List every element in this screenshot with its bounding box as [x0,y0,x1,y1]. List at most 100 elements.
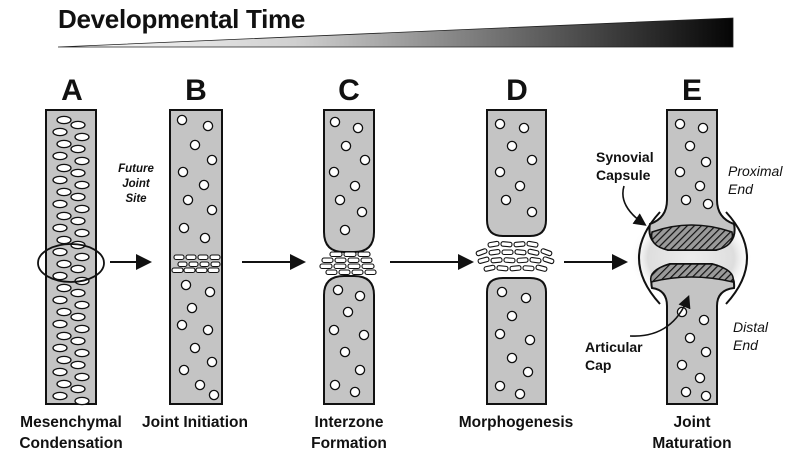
cell-oval [70,168,86,178]
pointer-articular-cap [629,295,691,337]
interzone-cell [183,267,196,274]
cell-oval [52,175,68,185]
interzone-cell [475,248,488,257]
stage-letter-d: D [506,74,528,107]
interzone-cell [209,254,221,261]
cell-round [506,140,518,152]
interzone-cell [364,269,377,276]
label-proximal-end: Proximal End [728,162,782,198]
cell-round [680,194,692,206]
caption-b-line1: Joint Initiation [142,414,248,431]
cell-oval [52,343,68,353]
cell-round [206,204,218,216]
caption-a: Mesenchymal Condensation [0,412,142,454]
cell-round [676,359,688,371]
developmental-time-wedge [57,17,734,48]
proximal-end-line1: Proximal [728,163,783,179]
cell-oval [70,384,86,394]
cell-oval [56,187,72,197]
interzone-cell [483,264,496,272]
interzone-cell [347,263,361,270]
cell-oval [70,192,86,202]
articular-cap-line1: Articular [585,339,643,355]
caption-a-line2: Condensation [19,435,123,452]
distal-end-line1: Distal [733,319,769,335]
column-c-interzone [319,109,377,405]
cell-round [526,206,538,218]
interzone-cell [199,261,210,268]
cell-oval [56,379,72,389]
cell-oval [56,307,72,317]
interzone-cell [529,256,542,264]
cell-round [178,222,190,234]
caption-e-line2: Maturation [652,435,732,452]
cell-oval [56,115,72,125]
interzone-cell [513,241,526,248]
cell-round [700,346,712,358]
cell-oval [52,247,68,257]
cell-round [349,386,361,398]
cell-round [349,180,361,192]
cell-oval [70,312,86,322]
cell-round [700,156,712,168]
interzone-cell [357,251,371,258]
cell-round [500,194,512,206]
pointer-synovial-capsule [622,185,647,226]
interzone-cell [325,269,338,276]
interzone-cell [185,254,197,261]
cell-round [684,140,696,152]
future-joint-site-line2: Joint [122,178,150,190]
caption-a-line1: Mesenchymal [20,414,122,431]
caption-d: Morphogenesis [446,412,586,433]
cell-oval [74,348,90,358]
cell-round [514,180,526,192]
cell-oval [56,163,72,173]
cell-oval [74,180,90,190]
cell-round [198,179,210,191]
cell-round [332,284,344,296]
cell-round [698,314,710,326]
cell-round [176,114,188,126]
cell-round [180,279,192,291]
caption-d-line1: Morphogenesis [458,414,574,431]
cell-round [329,379,341,391]
cell-round [520,292,532,304]
cell-oval [74,324,90,334]
cell-round [522,366,534,378]
interzone-cell [477,256,490,264]
cell-round [680,386,692,398]
interzone-cell [501,249,514,256]
cell-round [496,286,508,298]
cell-round [674,118,686,130]
cell-round [494,118,506,130]
cell-oval [74,300,90,310]
interzone-cell [207,267,220,274]
cell-round [199,232,211,244]
future-joint-site-outline [37,243,105,283]
synovial-capsule-line1: Synovial [596,149,654,165]
interzone-cell [321,257,334,264]
cell-oval [56,139,72,149]
interzone-cell [195,267,208,274]
cell-round [358,329,370,341]
future-joint-site-line1: Future [118,163,154,175]
interzone-cell [522,265,535,272]
column-a-condensation [37,109,105,406]
interzone-cell [490,257,503,264]
cell-oval [52,271,68,281]
column-d-morphogenesis [475,109,555,405]
cell-oval [74,396,90,406]
cell-round [208,389,220,401]
cell-round [694,372,706,384]
cell-round [694,180,706,192]
cell-oval [52,223,68,233]
cell-round [202,324,214,336]
cell-round [352,122,364,134]
cell-round [340,140,352,152]
articular-cap-proximal [650,224,734,251]
cell-round [506,310,518,322]
cell-round [684,332,696,344]
interzone-cell [338,269,351,276]
cell-round [342,306,354,318]
cell-oval [52,127,68,137]
